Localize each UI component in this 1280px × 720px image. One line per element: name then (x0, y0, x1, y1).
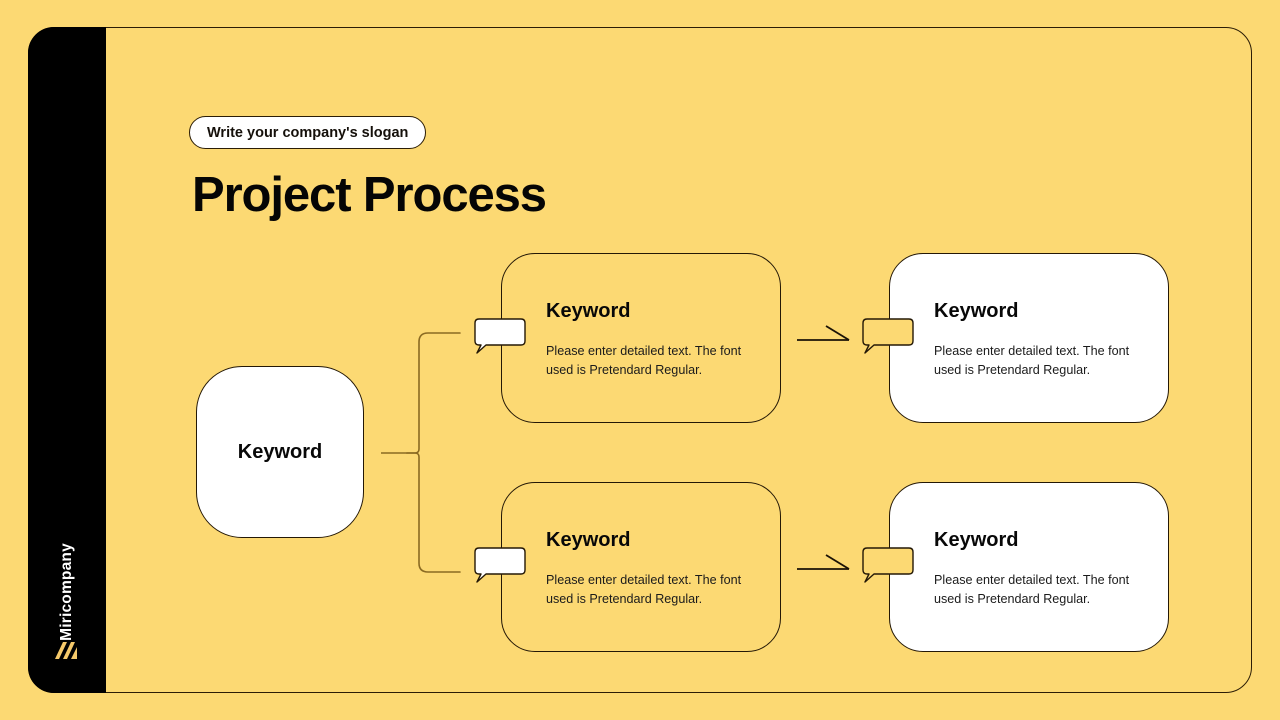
miricompany-logo-icon (55, 642, 77, 659)
brand-rail: Miricompany (28, 27, 106, 693)
company-name: Miricompany (58, 543, 75, 641)
speech-bubble-badge-white (474, 318, 526, 354)
card-title: Keyword (546, 529, 631, 551)
speech-bubble-badge-yellow (862, 547, 914, 583)
slogan-pill[interactable]: Write your company's slogan (189, 116, 427, 149)
card-body: Please enter detailed text. The font use… (934, 573, 1130, 606)
process-card-4[interactable]: Keyword Please enter detailed text. The … (862, 482, 1169, 652)
process-card-1[interactable]: Keyword Please enter detailed text. The … (474, 253, 781, 423)
page-title: Project Process (192, 168, 547, 222)
card-title: Keyword (934, 300, 1019, 322)
speech-bubble-badge-white (474, 547, 526, 583)
process-card-2[interactable]: Keyword Please enter detailed text. The … (862, 253, 1169, 423)
card-title: Keyword (934, 529, 1019, 551)
process-card-3[interactable]: Keyword Please enter detailed text. The … (474, 482, 781, 652)
root-node-label: Keyword (237, 440, 323, 463)
card-title: Keyword (546, 300, 631, 322)
speech-bubble-badge-yellow (862, 318, 914, 354)
root-node[interactable]: Keyword (196, 366, 364, 538)
slogan-text: Write your company's slogan (207, 124, 409, 141)
card-body: Please enter detailed text. The font use… (546, 573, 742, 606)
card-body: Please enter detailed text. The font use… (546, 344, 742, 377)
card-body: Please enter detailed text. The font use… (934, 344, 1130, 377)
